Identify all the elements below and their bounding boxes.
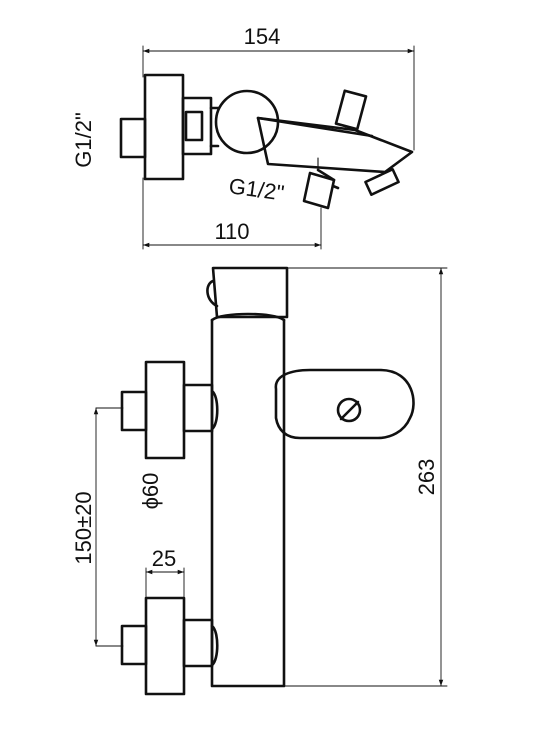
depth-dimension: 110 <box>142 177 322 250</box>
inlet-thread-label: G1/2" <box>71 112 96 168</box>
lower-connector <box>120 596 219 696</box>
aerator-top <box>364 168 400 196</box>
thermostatic-handle <box>211 266 289 319</box>
depth-value: 110 <box>214 219 249 244</box>
width-value: 154 <box>244 24 281 49</box>
width-dimension: 154 <box>142 24 415 151</box>
mixer-body-top <box>214 89 280 155</box>
eccentric-length-value: 25 <box>152 546 176 571</box>
eccentric-diameter-label: ϕ60 <box>138 473 163 510</box>
mixer-body-front <box>210 318 286 688</box>
center-distance-value: 150±20 <box>71 491 96 564</box>
collar-outer <box>181 96 213 156</box>
spout-top <box>256 116 414 174</box>
eccentric-length-dimension: 25 <box>145 546 185 602</box>
inlet-pipe <box>119 117 147 159</box>
height-dimension: 263 <box>282 267 448 687</box>
shower-outlet <box>302 171 336 210</box>
front-view: 263 150±20 ϕ60 <box>71 266 448 696</box>
center-distance-dimension: 150±20 <box>71 407 124 647</box>
diverter-knob-front <box>336 397 362 423</box>
eccentric-flange <box>143 73 185 181</box>
outlet-thread-label: G1/2" <box>227 173 285 205</box>
top-view: 154 110 G1/2" G1/2" <box>71 24 415 250</box>
upper-connector <box>120 360 219 460</box>
height-value: 263 <box>414 459 439 496</box>
collar-inner <box>184 110 204 142</box>
spout-front <box>274 368 415 440</box>
diverter-knob-top <box>334 89 368 131</box>
